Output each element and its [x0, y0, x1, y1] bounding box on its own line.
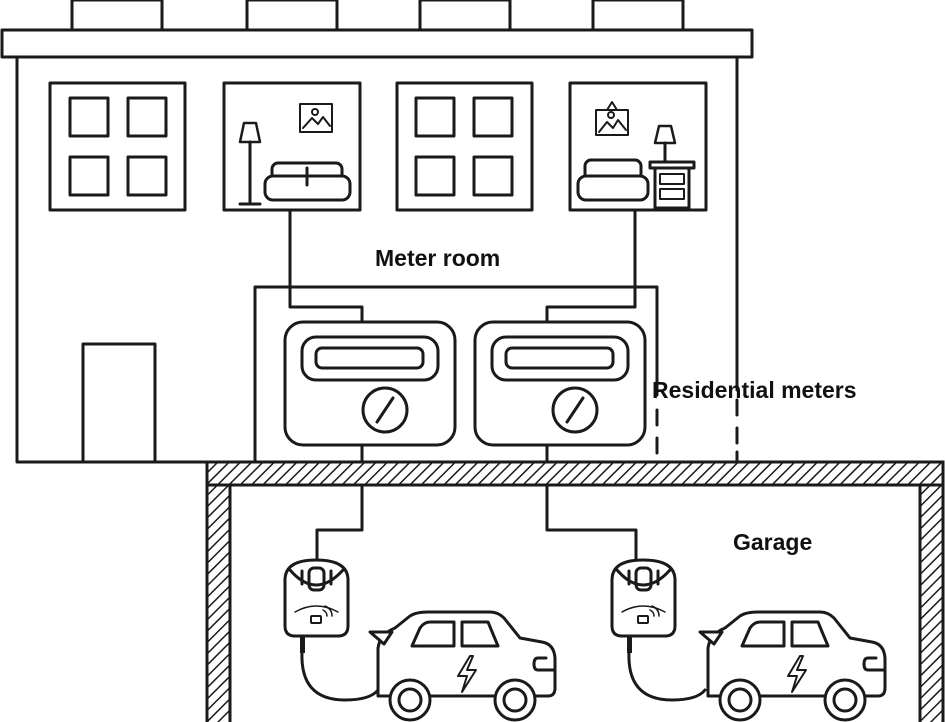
apartment-window-2 — [568, 81, 708, 212]
electric-car-1 — [368, 610, 557, 722]
garage-structure — [205, 460, 945, 722]
roof — [0, 28, 754, 59]
meter-room — [253, 285, 659, 464]
garage-label: Garage — [733, 529, 813, 555]
window-plain-2 — [395, 81, 534, 212]
armchair-icon — [576, 158, 650, 202]
picture-icon — [299, 103, 333, 133]
floor-lamp-icon — [238, 121, 262, 206]
electric-car-2 — [698, 610, 887, 722]
ev-charger-1 — [283, 558, 350, 655]
door — [81, 342, 157, 464]
residential-meter-2 — [473, 320, 647, 447]
meter-room-label: Meter room — [375, 245, 501, 271]
apartment-window-1 — [222, 81, 362, 212]
nightstand-icon — [648, 160, 696, 210]
roof-vents — [70, 0, 685, 32]
residential-meter-1 — [283, 320, 457, 447]
residential-meters-label: Residential meters — [652, 377, 857, 403]
ev-charger-2 — [610, 558, 677, 655]
picture-icon — [595, 101, 629, 136]
table-lamp-icon — [653, 124, 677, 164]
sofa-icon — [263, 161, 352, 202]
building — [0, 28, 754, 464]
window-plain-1 — [48, 81, 187, 212]
wires — [288, 208, 707, 702]
